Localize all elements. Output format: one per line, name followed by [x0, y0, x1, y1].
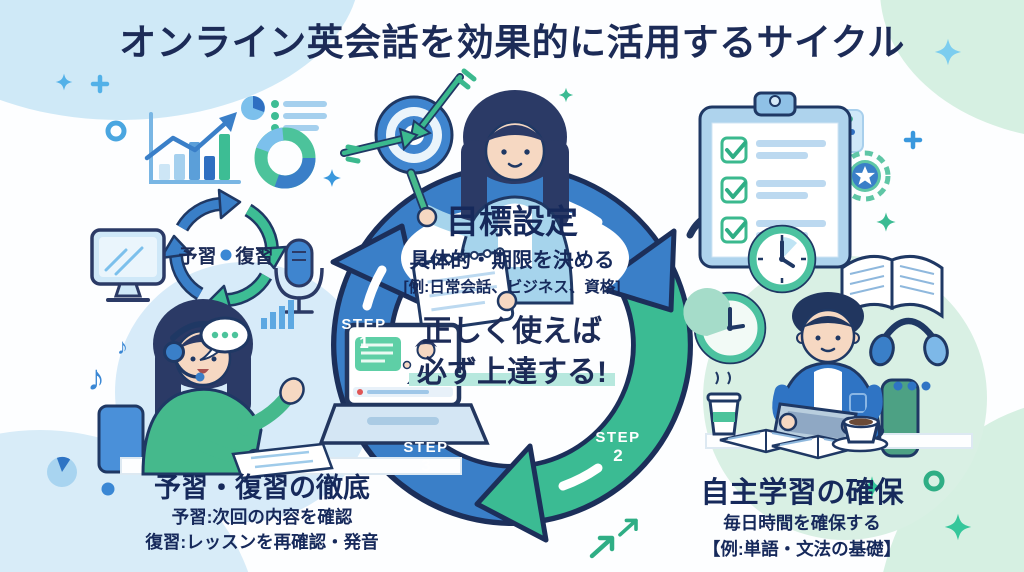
highlighted-text: 必ず上達する!	[409, 355, 615, 389]
goal-example: [例:日常会話、ビジネス、資格]	[403, 278, 621, 296]
ring-icon	[105, 120, 127, 142]
man-studying-illustration	[683, 224, 973, 460]
pie-chart-icon	[241, 96, 265, 120]
monitor-icon	[90, 228, 166, 302]
music-note-small-icon: ♪	[117, 334, 128, 359]
speech-bubble-icon	[199, 316, 251, 361]
step-2-label: STEP 2	[595, 429, 641, 465]
donut-chart-icon	[254, 127, 316, 189]
goal-subtitle: 具体的・期限を決める	[409, 248, 615, 272]
center-message: 正しく使えば 必ず上達する!	[372, 312, 652, 393]
clock-icon-2	[683, 288, 767, 365]
plus-icon	[93, 77, 107, 91]
up-arrow-icon	[592, 538, 612, 556]
page-title: オンライン英会話を効果的に活用するサイクル	[119, 22, 905, 63]
up-arrow-icon	[618, 518, 638, 537]
dot	[101, 482, 115, 496]
headphones-icon	[869, 317, 949, 367]
growth-chart-icon	[144, 96, 327, 189]
mini-cycle-left-label: 予習	[178, 246, 217, 268]
sparkle-icon	[323, 169, 341, 187]
clock-icon	[747, 224, 817, 294]
teacup-icon	[831, 415, 889, 453]
ring-icon	[923, 470, 945, 492]
step-word: STEP	[403, 439, 449, 456]
step-3-label: STEP 3	[403, 439, 449, 475]
self-study-title: 自主学習の確保	[700, 477, 904, 509]
arrowhead-right-icon	[593, 228, 677, 313]
mini-cycle-labels: 予習 復習	[178, 242, 273, 269]
coffee-cup-icon	[706, 371, 742, 436]
review-title: 予習・復習の徹底	[154, 473, 370, 503]
center-message-line2: 必ず上達する!	[372, 353, 652, 394]
sparkle-icon	[558, 87, 574, 103]
checklist-icon	[271, 100, 327, 132]
station-self-study: 自主学習の確保 毎日時間を確保する 【例:単語・文法の基礎】	[637, 477, 967, 561]
pie-chart-icon	[47, 457, 77, 487]
mini-cycle-right-label: 復習	[235, 246, 274, 268]
self-study-example: 【例:単語・文法の基礎】	[702, 538, 902, 559]
sparkle-icon	[55, 73, 73, 91]
station-review: 予習・復習の徹底 予習:次回の内容を確認 復習:レッスンを再確認・発音	[82, 473, 442, 555]
ring-dash-left	[362, 265, 387, 311]
step-word: STEP	[595, 429, 641, 446]
woman-writing-illustration	[406, 90, 574, 333]
step-1-label: STEP 1	[341, 316, 387, 352]
notepad-icon	[412, 247, 515, 333]
music-note-icon: ♪	[87, 357, 105, 398]
station-goal: 目標設定 具体的・期限を決める [例:日常会話、ビジネス、資格]	[342, 204, 682, 297]
sparkle-icon	[876, 212, 896, 232]
center-message-line1: 正しく使えば	[422, 315, 602, 348]
review-prep-line: 予習:次回の内容を確認	[171, 506, 353, 527]
dot	[921, 381, 931, 391]
step-number: 1	[359, 332, 369, 352]
microphone-icon	[274, 238, 324, 314]
decorations	[47, 38, 972, 556]
step-number: 2	[613, 445, 623, 465]
target-icon	[340, 68, 477, 175]
open-book-icon	[840, 254, 944, 319]
review-review-line: 復習:レッスンを再確認・発音	[145, 532, 379, 553]
arrowhead-bottom-icon	[474, 443, 549, 543]
step-number: 3	[421, 455, 431, 475]
dot	[907, 381, 917, 391]
dot	[893, 381, 903, 391]
mini-cycle-icon	[159, 188, 288, 316]
self-study-subtitle: 毎日時間を確保する	[723, 512, 881, 533]
plus-icon	[906, 133, 920, 147]
mini-cycle-dot-icon	[220, 249, 232, 261]
goal-title: 目標設定	[446, 203, 578, 240]
step-word: STEP	[341, 316, 387, 333]
rising-bars-icon	[261, 300, 294, 329]
ring-dash-bottom	[558, 463, 603, 491]
